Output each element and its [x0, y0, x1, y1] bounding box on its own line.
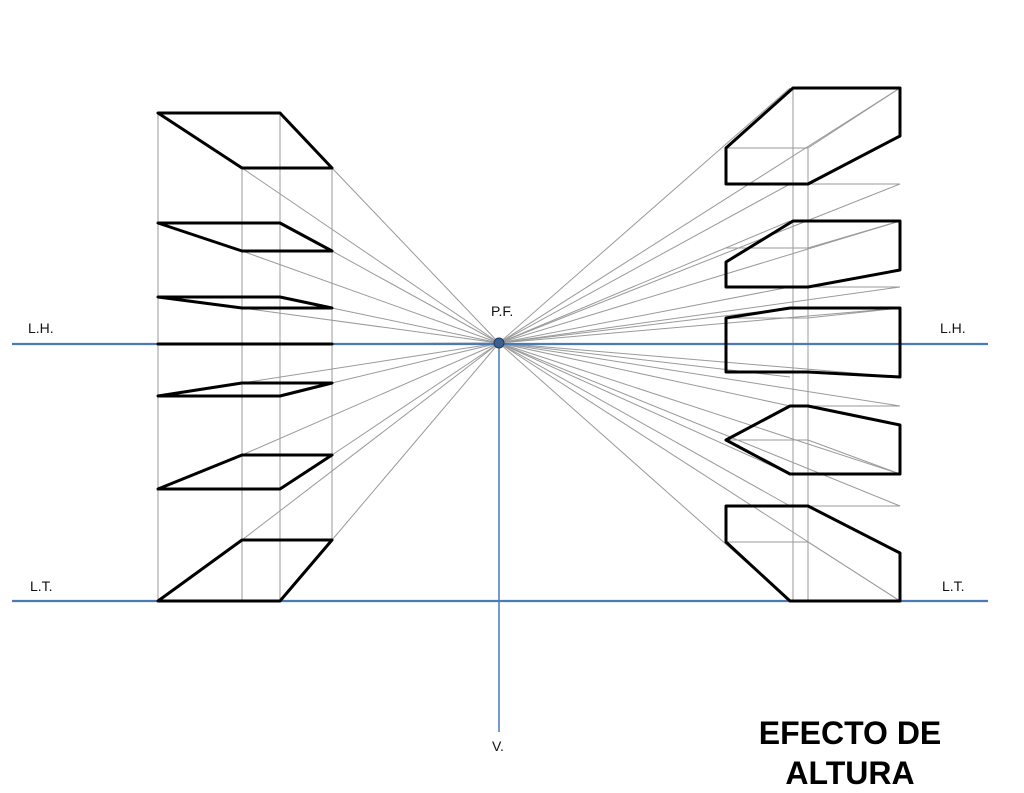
diagram-title: EFECTO DE ALTURA	[758, 715, 942, 791]
vanishing-ray	[498, 307, 901, 344]
right-prism-outline	[724, 306, 902, 379]
vanishing-ray	[498, 286, 901, 344]
perspective-diagram	[12, 86, 988, 732]
vanishing-ray	[331, 250, 500, 344]
ground-label-left: L.T.	[30, 578, 53, 594]
right-prism-outline	[724, 86, 902, 186]
vanishing-ray	[498, 342, 901, 407]
vanishing-ray	[498, 286, 791, 344]
right-hidden-edge	[726, 147, 809, 184]
horizon-label-left: L.H.	[28, 320, 54, 336]
right-prism-outline	[724, 404, 902, 476]
right-hidden-edge	[807, 439, 901, 475]
right-hidden-edge	[807, 307, 901, 319]
vanishing-ray	[498, 220, 791, 344]
ground-label-right: L.T.	[942, 578, 965, 594]
right-prisms	[724, 86, 902, 603]
vanishing-ray	[241, 342, 500, 541]
vanishing-ray	[498, 342, 901, 378]
left-plane	[156, 538, 334, 603]
left-plane	[156, 111, 334, 170]
vanishing-ray	[498, 220, 901, 344]
vanishing-ray	[241, 250, 500, 344]
vanishing-ray	[241, 342, 500, 456]
construction-rays	[241, 87, 901, 602]
vanishing-ray	[498, 342, 791, 507]
vanishing-point-label: P.F.	[491, 303, 514, 319]
vanishing-ray	[498, 307, 791, 344]
vanishing-ray	[331, 307, 500, 344]
right-prism-outline	[724, 504, 902, 603]
left-plane	[156, 295, 334, 310]
vanishing-ray	[331, 167, 500, 344]
right-hidden-edge	[726, 541, 809, 601]
vanishing-ray	[498, 342, 791, 475]
vanishing-ray	[498, 342, 791, 407]
vanishing-ray	[498, 342, 901, 507]
vanishing-ray	[241, 342, 500, 384]
vanishing-ray	[498, 183, 901, 344]
left-plane	[156, 381, 334, 398]
vanishing-point-marker	[493, 337, 505, 349]
vanishing-ray	[241, 307, 500, 344]
vanishing-ray	[331, 342, 500, 384]
horizon-label-right: L.H.	[940, 320, 966, 336]
right-prism-outline	[724, 219, 902, 289]
vanishing-ray	[331, 342, 500, 541]
vertical-axis-label: V.	[492, 738, 504, 754]
left-planes	[156, 111, 334, 603]
vanishing-ray	[331, 342, 500, 456]
left-plane	[156, 453, 334, 491]
right-hidden-edge	[807, 220, 901, 249]
vanishing-ray	[498, 183, 791, 344]
vanishing-ray	[498, 87, 901, 344]
vanishing-ray	[241, 167, 500, 344]
right-hidden-edge	[807, 541, 901, 602]
right-hidden-edge	[807, 87, 901, 149]
vanishing-ray	[498, 342, 901, 475]
left-plane	[156, 221, 334, 253]
vanishing-ray	[498, 87, 791, 344]
